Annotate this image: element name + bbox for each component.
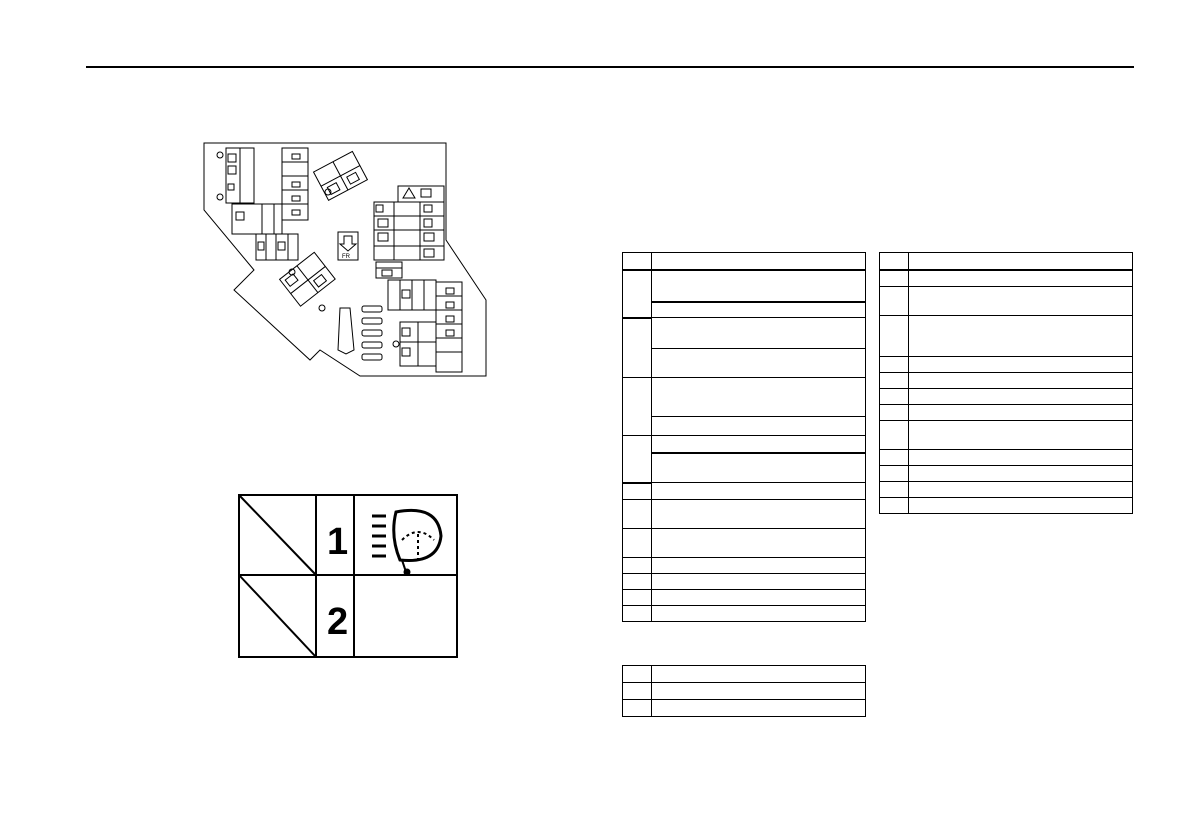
table-row xyxy=(879,372,1133,389)
small-fuse-box xyxy=(375,261,403,279)
fuse-puller xyxy=(337,307,355,355)
table-row xyxy=(623,301,866,318)
table-row xyxy=(622,269,866,319)
table-row xyxy=(622,665,866,683)
fuse-box-outline xyxy=(203,142,487,377)
fuse-table-left-header xyxy=(622,252,866,271)
fuse-table-left xyxy=(622,252,866,622)
table-row xyxy=(879,404,1133,421)
fuse-table-right-header xyxy=(879,252,1133,271)
main-fuse-grid-bottom xyxy=(373,245,445,261)
table-row xyxy=(879,465,1133,482)
table-row xyxy=(623,348,866,378)
table-row xyxy=(622,482,866,500)
table-row xyxy=(879,449,1133,466)
table-row xyxy=(879,315,1133,357)
table-row xyxy=(622,377,866,436)
fuse-column-top xyxy=(281,147,309,221)
table-row xyxy=(623,416,866,436)
table-row xyxy=(622,435,866,484)
legend-number-2: 2 xyxy=(327,601,348,643)
table-row xyxy=(879,420,1133,450)
table-row xyxy=(622,682,866,700)
table-row xyxy=(879,388,1133,405)
front-arrow-box xyxy=(337,231,359,261)
table-row xyxy=(622,572,866,590)
table-row xyxy=(622,527,866,558)
table-row xyxy=(622,317,866,378)
table-row xyxy=(622,699,866,717)
table-row xyxy=(879,356,1133,373)
mid-relay-block xyxy=(255,233,299,261)
table-row xyxy=(879,497,1133,514)
table-row xyxy=(622,498,866,529)
direction-label: FR xyxy=(342,254,351,260)
table-row xyxy=(623,452,866,483)
relay-block-lower xyxy=(278,251,336,307)
table-row xyxy=(622,604,866,622)
fuse-legend: 1 2 xyxy=(238,494,458,658)
fuse-table-right xyxy=(879,252,1133,514)
fuse-box-diagram: FR xyxy=(203,142,487,377)
fuse-table-left-small xyxy=(622,665,866,717)
legend-number-1: 1 xyxy=(327,521,348,563)
headlamp-washer-icon xyxy=(372,508,443,576)
table-row xyxy=(622,556,866,574)
table-row xyxy=(879,269,1133,287)
table-row xyxy=(879,286,1133,316)
table-row xyxy=(622,588,866,606)
table-row xyxy=(879,481,1133,498)
header-rule xyxy=(86,66,1134,68)
